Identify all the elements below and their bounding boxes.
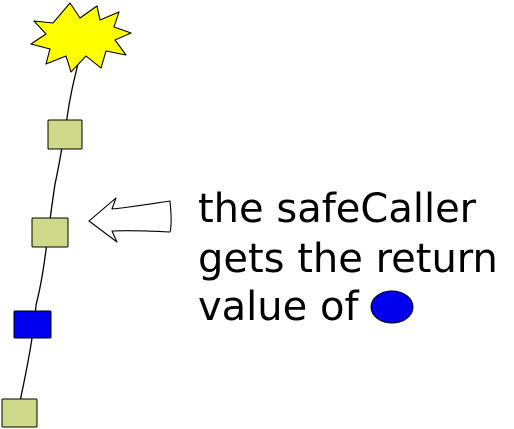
caption-line-1: the safeCaller — [198, 186, 477, 232]
blue-ellipse-icon — [370, 290, 414, 324]
stack-frame — [31, 217, 69, 248]
caption-line-3: value of — [198, 284, 359, 330]
star-burst-icon — [30, 2, 132, 73]
active-stack-frame — [13, 310, 52, 339]
caption-line-2: gets the return — [198, 236, 498, 282]
left-arrow-icon — [88, 197, 172, 243]
stack-frame — [47, 119, 83, 150]
stack-frame — [1, 398, 38, 428]
